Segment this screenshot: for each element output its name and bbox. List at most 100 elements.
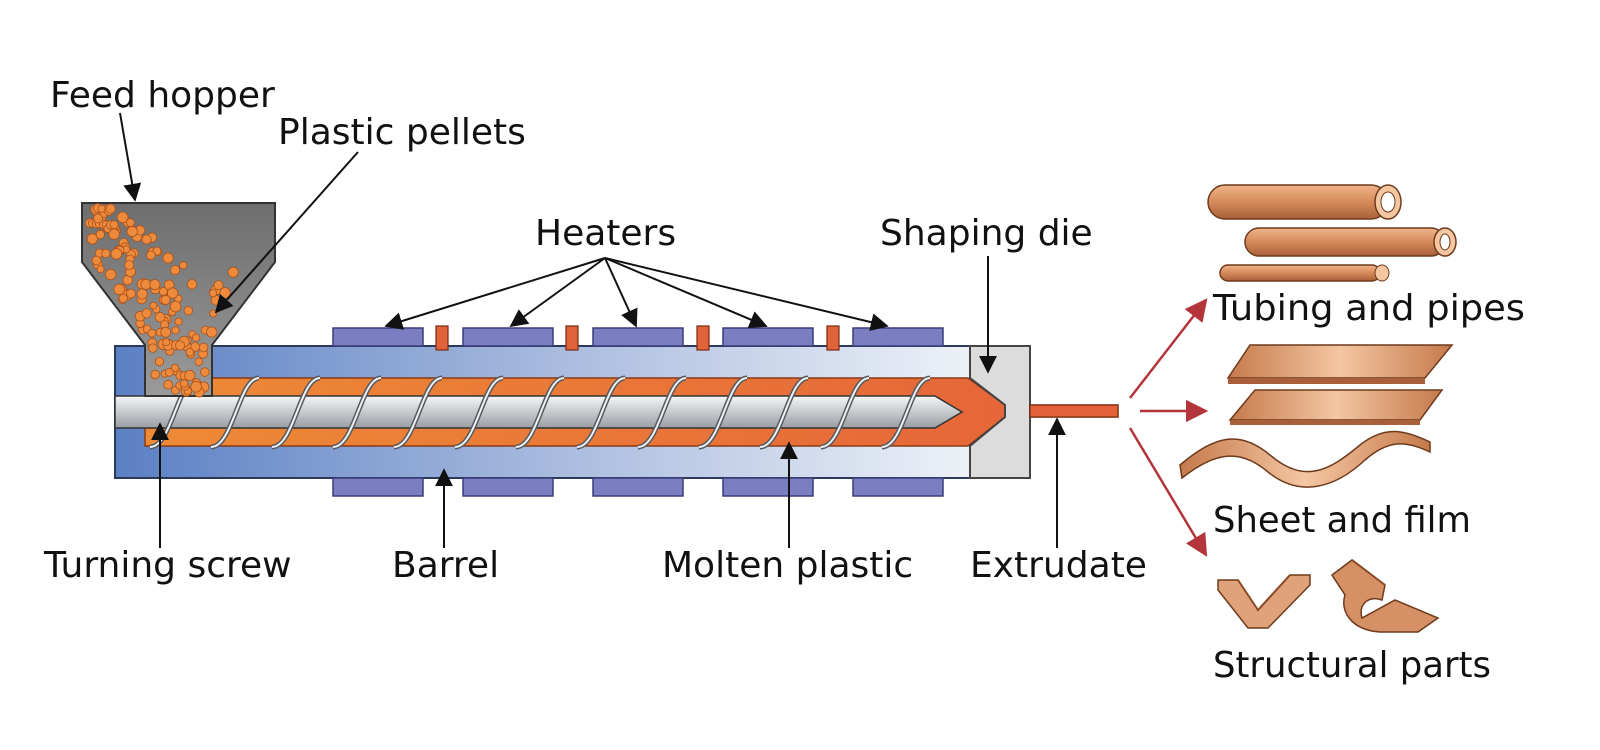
pellet: [116, 211, 129, 224]
heaters-leader-2: [509, 257, 606, 328]
screw-flight: [332, 377, 382, 448]
pellet: [169, 300, 182, 313]
pellet: [171, 326, 180, 335]
leader-lines: [119, 112, 1066, 548]
pellet: [141, 308, 152, 319]
pellet: [110, 248, 123, 260]
screw-flight: [698, 377, 748, 448]
output-arrows: [1128, 298, 1209, 557]
pellet: [118, 293, 128, 303]
pellet: [136, 288, 148, 300]
pellet: [185, 347, 195, 357]
pellet: [179, 379, 189, 388]
pellet: [179, 261, 188, 270]
pellet: [146, 250, 156, 261]
pellet: [91, 255, 102, 266]
pellet: [198, 342, 209, 353]
label-shaping-die: Shaping die: [880, 213, 1093, 254]
screw-flight: [637, 377, 687, 448]
pellet: [183, 306, 194, 316]
pellet: [174, 317, 183, 326]
label-heaters: Heaters: [535, 213, 676, 254]
pellet: [209, 289, 218, 298]
pellet: [166, 287, 179, 299]
feed-hopper: [81, 202, 276, 398]
pellet: [160, 326, 172, 338]
label-turning-screw: Turning screw: [43, 545, 292, 586]
pellet: [125, 218, 135, 228]
pellet: [109, 220, 119, 230]
feed-hopper-leader: [119, 112, 142, 202]
screw-flight: [454, 377, 504, 448]
heater-tabs: [435, 325, 840, 351]
product-film: [1179, 430, 1431, 488]
pellet: [101, 248, 111, 258]
label-feed-hopper: Feed hopper: [50, 75, 275, 116]
extrudate-strand: [1029, 404, 1119, 418]
pellet: [175, 340, 186, 351]
pellet: [213, 280, 224, 291]
label-extrudate: Extrudate: [970, 545, 1147, 586]
pellet: [149, 301, 158, 310]
pellet: [170, 363, 180, 372]
heaters-leader-1: [384, 257, 606, 330]
pellet: [194, 357, 203, 366]
pellet: [170, 265, 181, 276]
label-tubing-and-pipes: Tubing and pipes: [1212, 288, 1525, 329]
heater-bands-bottom: [332, 477, 944, 497]
screw-flight: [881, 377, 931, 448]
pellet: [206, 326, 218, 338]
label-sheet-and-film: Sheet and film: [1213, 500, 1471, 541]
pellet: [104, 268, 117, 281]
label-structural-parts: Structural parts: [1213, 645, 1491, 686]
pellet: [184, 369, 196, 382]
pellet: [200, 367, 210, 377]
heaters-leader-5: [604, 257, 889, 331]
arrow-to-tubing: [1129, 298, 1208, 399]
pellet: [163, 379, 174, 390]
pellet: [154, 312, 166, 323]
label-plastic-pellets: Plastic pellets: [278, 112, 526, 153]
pellet: [93, 213, 103, 224]
pellet: [154, 356, 165, 367]
screw-flight: [515, 377, 565, 448]
screw-flight: [393, 377, 443, 448]
pellet: [149, 279, 161, 291]
pellet: [160, 294, 171, 305]
pellet: [141, 234, 152, 245]
pellet: [186, 279, 198, 290]
pellet: [124, 260, 135, 271]
pellet: [150, 369, 160, 380]
screw-flight: [759, 377, 809, 448]
screw-flight: [820, 377, 870, 448]
pellet: [95, 230, 105, 240]
shaping-die: [969, 345, 1031, 479]
pellet: [190, 380, 202, 393]
product-structural-parts: [1217, 559, 1440, 633]
plastic-pellets: [85, 203, 239, 398]
pellet: [192, 333, 201, 342]
heater-bands-top: [332, 327, 944, 347]
pellet: [227, 266, 239, 278]
screw-flight: [271, 377, 321, 448]
pellet: [162, 252, 174, 264]
screw-flight: [210, 377, 260, 448]
pellet: [162, 338, 171, 347]
label-molten-plastic: Molten plastic: [662, 545, 913, 586]
pellet: [126, 225, 138, 238]
pellet: [86, 233, 99, 245]
pellet: [105, 203, 116, 214]
label-barrel: Barrel: [392, 545, 499, 586]
pellet: [148, 343, 158, 353]
pellet: [96, 265, 105, 274]
pellet: [164, 367, 174, 377]
product-tubes: [1207, 184, 1457, 282]
pellet: [126, 288, 136, 299]
pellet: [147, 328, 157, 338]
heaters-leader-3: [604, 257, 638, 328]
pellet: [113, 283, 125, 296]
plastic-pellets-leader: [214, 151, 359, 314]
heaters-leader-4: [604, 257, 768, 328]
